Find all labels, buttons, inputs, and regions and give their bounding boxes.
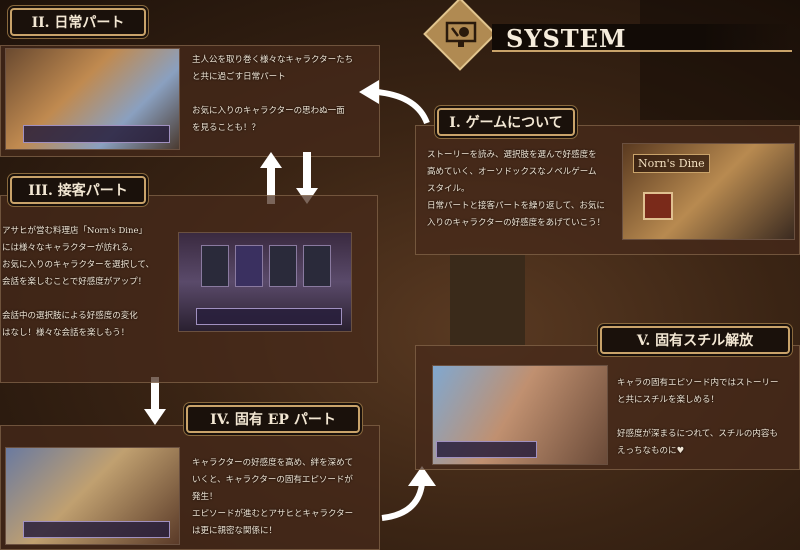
gear-monitor-glyph xyxy=(445,21,477,47)
norns-dine-screenshot: Norn's Dine xyxy=(622,143,795,240)
section-v-title: V. 固有スチル解放 xyxy=(600,326,790,354)
service-part-screenshot xyxy=(178,232,352,332)
section-v-text: キャラの固有エピソード内ではストーリー と共にスチルを楽しめる！ 好感度が深まる… xyxy=(617,378,779,456)
background-bookshelf xyxy=(450,255,525,345)
curved-arrow-up-icon xyxy=(381,466,436,521)
section-ii-text: 主人公を取り巻く様々なキャラクターたち と共に過ごす日常パート お気に入りのキャ… xyxy=(192,55,354,133)
cg-still-screenshot xyxy=(432,365,608,465)
curved-arrow-left-icon xyxy=(359,80,430,125)
system-header: SYSTEM xyxy=(420,0,800,71)
down-arrow-icon xyxy=(144,377,166,425)
menu-icon xyxy=(643,192,673,220)
section-i-text: ストーリーを読み、選択肢を選んで好感度を 高めていく、オーソドックスなノベルゲー… xyxy=(427,150,606,228)
background-window xyxy=(640,0,800,120)
header-bar xyxy=(492,24,792,52)
daily-part-screenshot xyxy=(5,48,180,150)
section-iii-title: III. 接客パート xyxy=(10,176,146,204)
section-iv-title: IV. 固有 EP パート xyxy=(186,405,360,433)
episode-part-screenshot xyxy=(5,447,180,545)
section-iii-text: アサヒが営む料理店「Norn's Dine」 には様々なキャラクターが訪れる。 … xyxy=(2,226,154,338)
section-iv-text: キャラクターの好感度を高め、絆を深めて いくと、キャラクターの固有エピソードが … xyxy=(192,458,354,536)
section-i-title: I. ゲームについて xyxy=(437,108,575,136)
up-arrow-icon xyxy=(260,152,282,204)
section-ii-title: II. 日常パート xyxy=(10,8,146,36)
page-title: SYSTEM xyxy=(506,24,627,53)
down-arrow-icon xyxy=(296,152,318,204)
norns-dine-logo: Norn's Dine xyxy=(633,154,710,173)
